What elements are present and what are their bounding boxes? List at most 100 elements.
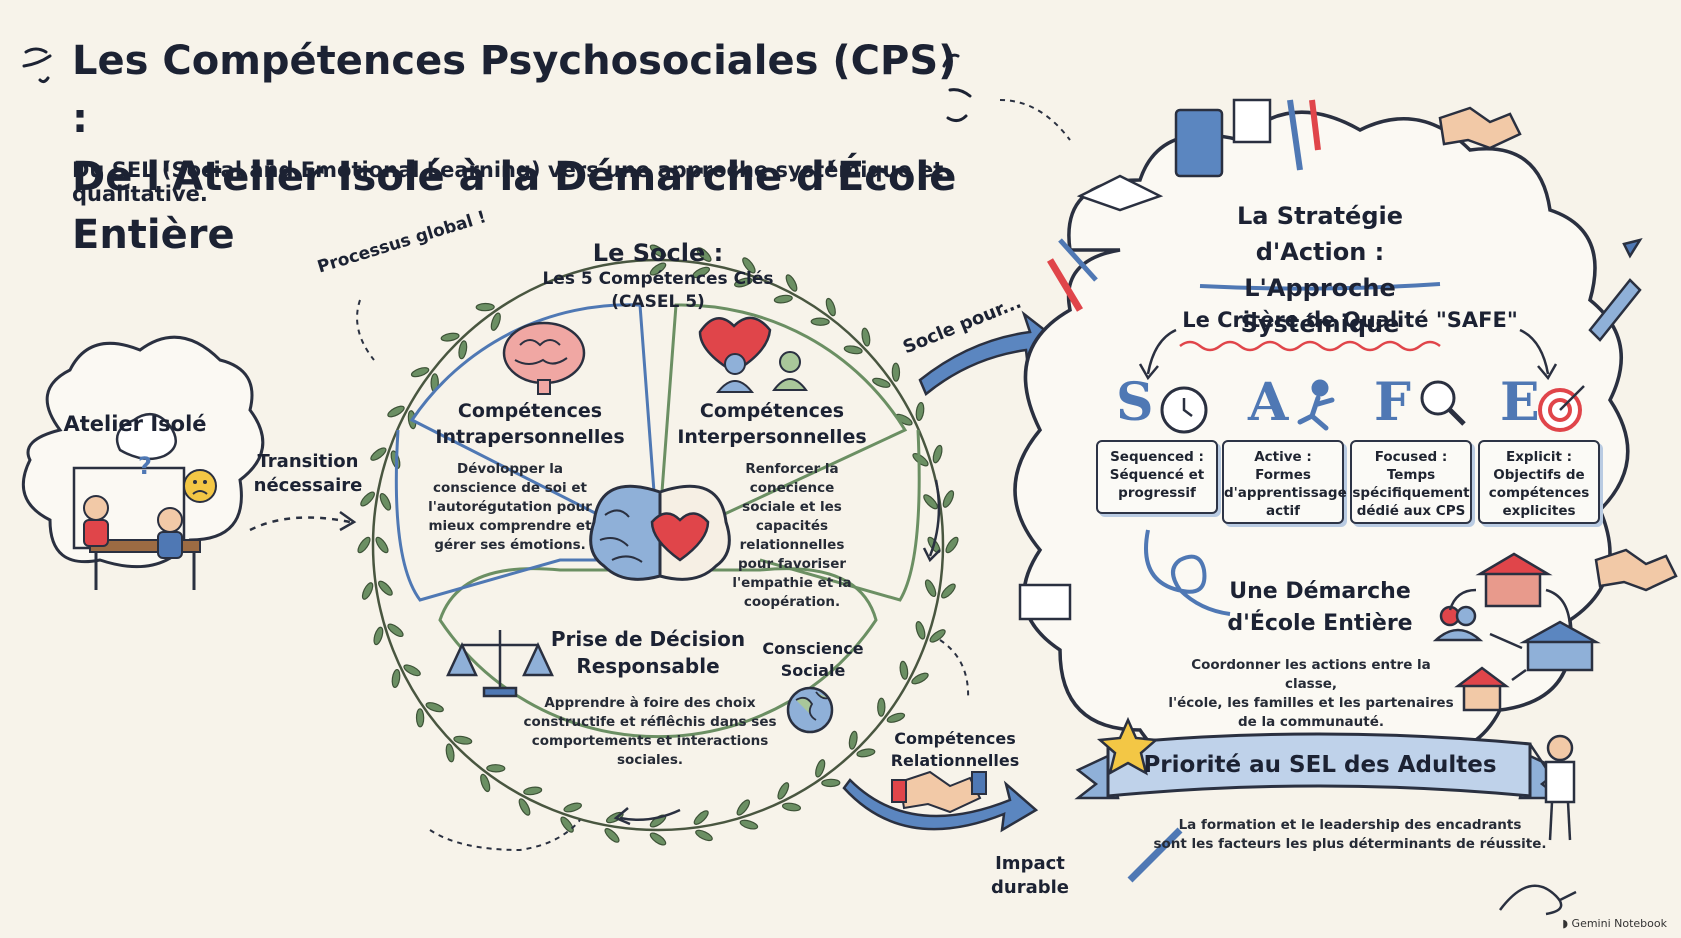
handshake-icon (891, 770, 987, 814)
safe-card-line: Formes (1255, 467, 1311, 483)
laurel-leaf (458, 340, 468, 360)
impact-durable-label: Impact durable (990, 852, 1070, 900)
inter-title-1: Compétences (699, 400, 845, 422)
strategy-title: La Stratégie d'Action : L'Approche Systé… (1180, 198, 1460, 342)
conscience-line-2: Sociale (780, 661, 846, 680)
school-network-icons (1432, 552, 1601, 712)
ecole-desc-line: de la communauté. (1237, 714, 1385, 730)
intra-title: Compétences Intrapersonnelles (430, 398, 630, 450)
laurel-leaf (649, 244, 667, 258)
laurel-leaf (815, 759, 826, 778)
transition-line-1: Transition (257, 451, 359, 472)
laurel-leaf (915, 621, 926, 640)
inter-description: Renforcer la conecience sociale et les c… (702, 460, 882, 612)
laurel-leaf (480, 773, 491, 793)
laurel-leaf (357, 536, 371, 554)
safe-title: Le Critère de Qualité "SAFE" (1182, 308, 1518, 332)
laurel-leaf (378, 580, 393, 596)
laurel-leaf (825, 297, 836, 317)
safe-card-line: progressif (1118, 485, 1196, 501)
laurel-leaf (695, 829, 713, 842)
transition-arrow (249, 516, 351, 532)
impact-line-1: Impact (995, 853, 1065, 874)
intra-desc-line: conscience de soi et (433, 480, 587, 496)
laurel-leaf (445, 743, 455, 763)
laurel-leaf (518, 798, 531, 816)
laurel-leaf (929, 629, 946, 643)
safe-card-explicit: Explicit : Objectifs de compétences expl… (1478, 440, 1600, 524)
relationnelles-line-2: Relationnelles (890, 751, 1020, 770)
safe-card-active: Active : Formes d'apprentissage actif (1222, 440, 1347, 524)
laurel-leaf (360, 491, 375, 507)
laurel-leaf (742, 257, 756, 274)
inter-title-2: Interpersonnelles (677, 426, 867, 448)
intra-title-2: Intrapersonnelles (435, 426, 625, 448)
decision-title-2: Responsable (576, 654, 720, 678)
laurel-leaf (696, 247, 712, 262)
ecole-loop-arrow (1144, 529, 1231, 616)
laurel-leaf (391, 668, 401, 689)
intra-desc-line: gérer ses émotions. (434, 537, 586, 553)
ecole-title-1: Une Démarche (1229, 579, 1411, 604)
safe-letter-e: E (1500, 372, 1540, 433)
laurel-leaf (453, 735, 473, 745)
intra-desc-line: mieux comprendre et (428, 518, 592, 534)
impact-line-2: durable (991, 877, 1069, 898)
ecole-title-2: d'École Entière (1227, 611, 1413, 636)
decision-desc-line: sociales. (617, 752, 683, 768)
priorite-banner (1074, 732, 1564, 800)
decision-desc-line: Apprendre à foire des choix (544, 695, 756, 711)
laurel-leaf (739, 819, 759, 830)
title-line-2: De l'Atelier Isolé à la Démarche d'École… (72, 154, 957, 258)
laurel-leaf (877, 697, 886, 717)
safe-arrow-left (1146, 328, 1177, 375)
strategy-title-1: La Stratégie d'Action : (1236, 202, 1404, 266)
safe-card-line: Explicit : (1505, 449, 1573, 465)
safe-card-line: Temps (1386, 467, 1436, 483)
laurel-leaf (692, 266, 711, 279)
inter-desc-line: coopération. (743, 594, 841, 610)
laurel-leaf (773, 294, 793, 304)
balance-scale-icon (446, 630, 554, 698)
laurel-leaf (475, 302, 495, 312)
laurel-leaf (915, 401, 925, 422)
laurel-leaf (361, 582, 374, 600)
gemini-notebook-brand: ◗ Gemini Notebook (1562, 917, 1667, 930)
safe-card-line: actif (1265, 503, 1301, 519)
target-icon (1538, 385, 1585, 432)
safe-card-focused: Focused : Temps spécifiquement dédié aux… (1350, 440, 1472, 524)
safe-card-line: spécifiquement (1352, 485, 1470, 501)
safe-card-line: explicites (1502, 503, 1576, 519)
decision-desc-line: constructife et réflêchis dans ses (523, 714, 777, 730)
laurel-leaf (415, 708, 425, 728)
laurel-leaf (911, 672, 929, 685)
safe-card-line: Sequenced : (1110, 449, 1204, 465)
laurel-leaf (649, 832, 667, 846)
atelier-label: Atelier Isolé (63, 412, 207, 436)
intra-title-1: Compétences (457, 400, 603, 422)
safe-card-line: Séquencé et (1109, 467, 1205, 483)
safe-card-sequenced: Sequenced : Séquencé et progressif (1096, 440, 1218, 514)
laurel-leaf (932, 444, 943, 464)
magnifier-icon (1420, 380, 1466, 426)
socle-segments (394, 303, 921, 739)
clock-icon (1160, 386, 1208, 434)
star-icon (1096, 716, 1160, 776)
socle-subtitle-1: Les 5 Compétences Clés (542, 269, 774, 289)
laurel-leaf (523, 786, 543, 796)
decision-desc-line: comportements et interactions (531, 733, 769, 749)
laurel-leaf (843, 345, 863, 355)
safe-wavy-underline (1179, 340, 1441, 352)
laurel-leaf (891, 362, 901, 382)
page-title: Les Compétences Psychosociales (CPS) : D… (72, 32, 972, 264)
top-dashed-arrow (999, 99, 1071, 141)
laurel-leaf (379, 492, 392, 511)
safe-card-line: dédié aux CPS (1356, 503, 1466, 519)
inter-desc-line: sociale et les (742, 499, 842, 515)
intra-description: Dévolopper la conscience de soi et l'aut… (420, 460, 600, 555)
laurel-leaf (410, 367, 430, 378)
left-bottom-dashed (429, 819, 581, 852)
brand-icon: ◗ (1562, 917, 1572, 930)
safe-card-line: Objectifs de (1493, 467, 1585, 483)
